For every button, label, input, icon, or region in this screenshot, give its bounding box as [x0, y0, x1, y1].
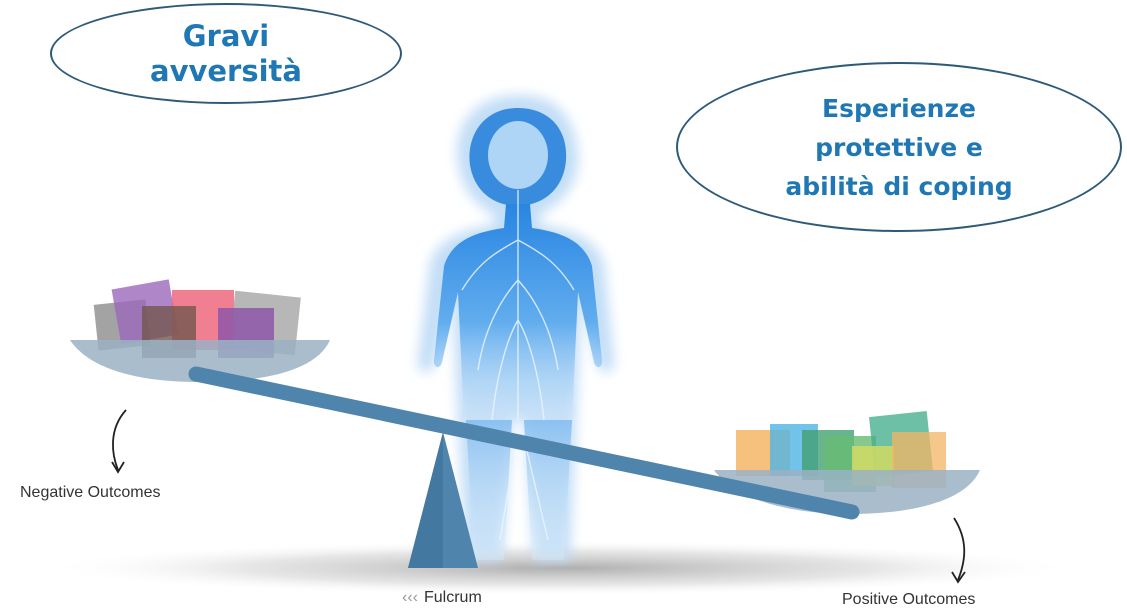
- negative-outcomes-label: Negative Outcomes: [20, 484, 161, 501]
- severe-adversity-text: Gravi avversità: [150, 18, 302, 88]
- fulcrum-arrows-icon: ‹‹‹: [402, 589, 418, 606]
- positive-outcomes-label: Positive Outcomes: [842, 591, 976, 608]
- severe-adversity-oval: Gravi avversità: [50, 3, 402, 104]
- left-pan: [70, 340, 330, 382]
- ground-shadow: [40, 540, 1080, 596]
- fulcrum-triangle: [408, 432, 478, 568]
- protective-experiences-oval: Esperienze protettive e abilità di copin…: [676, 62, 1122, 232]
- protective-experiences-text: Esperienze protettive e abilità di copin…: [785, 93, 1013, 201]
- fulcrum-text: Fulcrum: [423, 589, 482, 606]
- seesaw-beam: [188, 366, 860, 520]
- negative-arrow: [112, 409, 127, 471]
- positive-arrow: [953, 517, 966, 581]
- fulcrum-label: ‹‹‹ Fulcrum: [402, 589, 482, 607]
